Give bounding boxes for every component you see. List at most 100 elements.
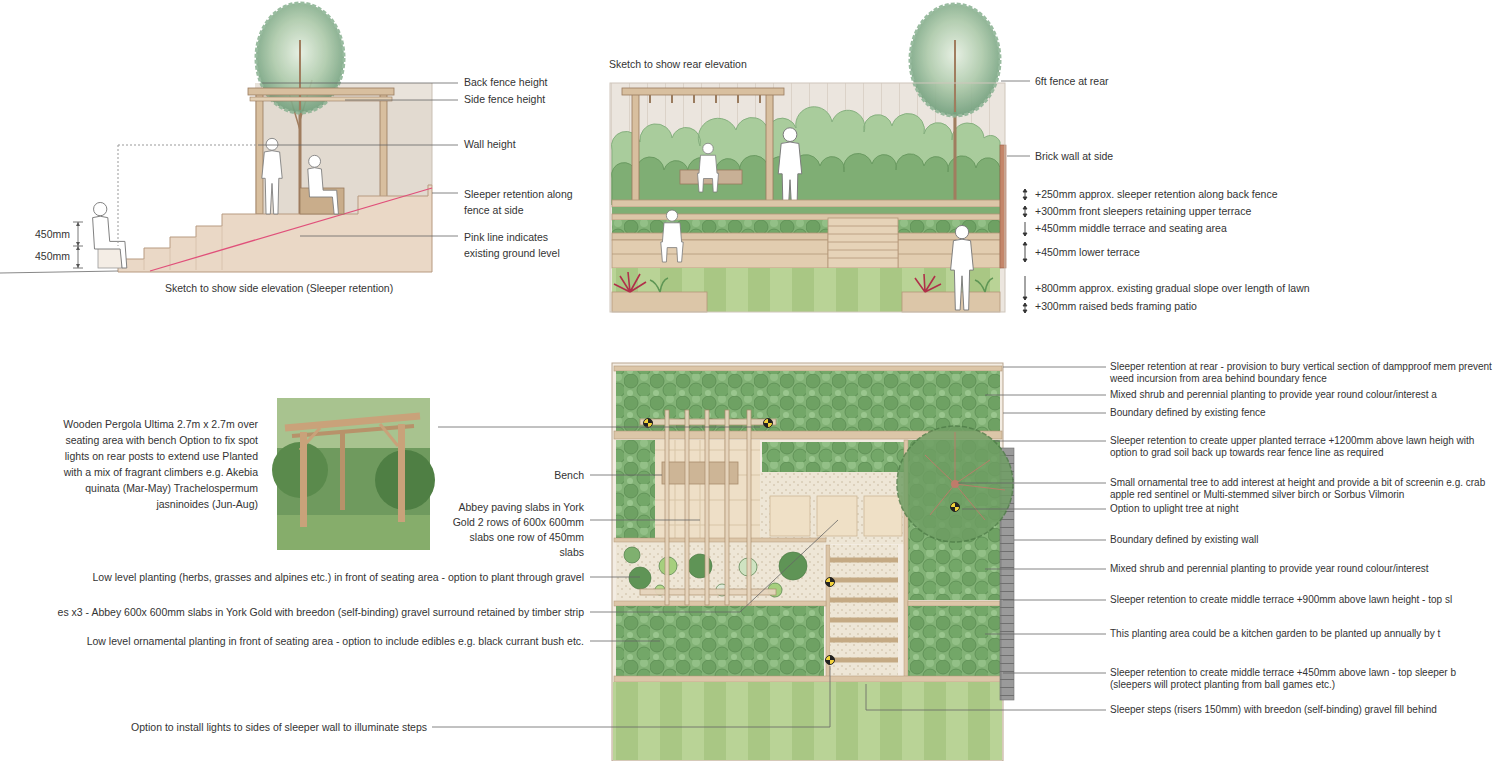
dimension-label: 450mm	[35, 250, 70, 263]
pergola	[622, 88, 784, 215]
side-elevation	[93, 202, 127, 268]
pergola	[632, 92, 639, 215]
rear-elevation	[902, 292, 1000, 312]
garden-plan	[644, 419, 653, 428]
pergola-photo	[292, 426, 414, 436]
garden-plan	[908, 601, 1000, 606]
plan-tree	[925, 432, 1005, 520]
rear-elevation	[612, 254, 1000, 255]
side-elevation	[98, 248, 122, 268]
leader-line	[1001, 81, 1030, 156]
rear-elevation	[898, 220, 1000, 233]
annotation: Sleeper retention along fence at side	[464, 186, 578, 218]
rear-elevation	[612, 268, 1000, 312]
pergola-photo	[272, 398, 435, 550]
garden-plan	[764, 419, 773, 428]
rear-elevation	[612, 220, 828, 233]
leader-line	[985, 569, 1106, 570]
tree	[256, 3, 344, 214]
garden-plan	[614, 366, 1002, 371]
side-elevation	[0, 271, 118, 273]
pergola-plan	[665, 410, 669, 605]
pergola	[248, 88, 394, 214]
side-elevation	[0, 3, 458, 273]
leader-line	[1003, 673, 1106, 674]
garden-plan	[908, 606, 1000, 676]
pergola-photo	[398, 424, 405, 522]
rear-elevation	[661, 210, 683, 262]
garden-plan	[826, 578, 835, 587]
leader-line	[962, 509, 1106, 510]
garden-plan	[614, 601, 826, 606]
side-elevation	[150, 188, 432, 271]
leader-line	[258, 83, 458, 236]
rear-elevation	[614, 272, 646, 292]
callout-label: Sleeper retention at rear - provision to…	[1110, 361, 1496, 385]
garden-plan	[616, 440, 655, 540]
pergola-plan	[685, 410, 689, 605]
garden-plan	[770, 496, 810, 536]
leader-line	[590, 520, 700, 521]
plan-tree	[951, 480, 959, 488]
garden-plan	[817, 496, 857, 536]
side-elevation	[308, 155, 339, 214]
pergola-plan	[705, 410, 709, 605]
pergola-photo	[340, 430, 345, 510]
tree	[954, 40, 956, 112]
side-elevation	[432, 83, 433, 185]
garden-plan	[864, 496, 902, 536]
callout-label: Bench	[554, 469, 584, 482]
leader-line	[590, 641, 660, 642]
rear-elevation	[915, 274, 941, 292]
pergola	[650, 95, 760, 103]
callout-label: Sleeper retention to create middle terra…	[1110, 667, 1496, 691]
callout-label: Sleeper steps (risers 150mm) with breedo…	[1110, 704, 1496, 716]
low-planting	[629, 567, 651, 589]
callout-label: Small ornamental tree to add interest at…	[1110, 477, 1496, 501]
garden-plan	[614, 676, 1002, 682]
leader-line	[1001, 81, 1030, 82]
rear-elevation	[828, 226, 898, 258]
leader-line	[985, 634, 1106, 635]
callout-label: Sleeper retention to create middle terra…	[1110, 594, 1496, 606]
callout-label: Boundary defined by existing fence	[1110, 407, 1496, 419]
pergola-photo	[277, 398, 430, 448]
tree	[256, 3, 344, 113]
leader-line	[432, 193, 458, 194]
pergola	[248, 88, 394, 95]
callout-label: es x3 - Abbey 600x 600mm slabs in York G…	[58, 606, 584, 619]
callout-label: Boundary defined by existing wall	[1110, 534, 1496, 546]
pergola-plan	[640, 410, 776, 605]
pergola-plan	[747, 410, 751, 605]
annotation: Wall height	[464, 138, 516, 151]
pergola	[622, 88, 784, 95]
dimension-line	[73, 222, 83, 268]
leader-line	[590, 520, 838, 612]
callout-label: Mixed shrub and perennial planting to pr…	[1110, 389, 1496, 401]
dimension-line	[76, 222, 80, 268]
tree	[910, 4, 1000, 116]
tree	[910, 4, 1000, 205]
annotation: 6ft fence at rear	[1035, 75, 1109, 88]
garden-plan	[760, 472, 904, 544]
rear-elevation	[612, 233, 828, 240]
annotation: Side fence height	[464, 93, 545, 106]
side-elevation	[262, 138, 282, 214]
garden-plan	[951, 503, 960, 512]
leader-line	[995, 441, 1106, 442]
garden-plan	[762, 442, 904, 472]
callout-label: Mixed shrub and perennial planting to pr…	[1110, 563, 1496, 575]
leader-line	[432, 666, 830, 727]
dimension-tick	[1023, 189, 1027, 313]
rear-elevation	[951, 225, 974, 310]
leader-line	[300, 236, 458, 237]
dimension-label: +450mm middle terrace and seating area	[1035, 222, 1227, 235]
callout-label: Option to uplight tree at night	[1110, 503, 1496, 515]
garden-plan	[616, 371, 1000, 431]
leader-line	[590, 577, 640, 578]
rear-elevation	[898, 233, 1000, 240]
leader-line	[958, 483, 1106, 484]
garden-plan	[612, 363, 1003, 761]
leader-line	[345, 100, 458, 101]
dimension-label: +250mm approx. sleeper retention along b…	[1035, 188, 1278, 201]
